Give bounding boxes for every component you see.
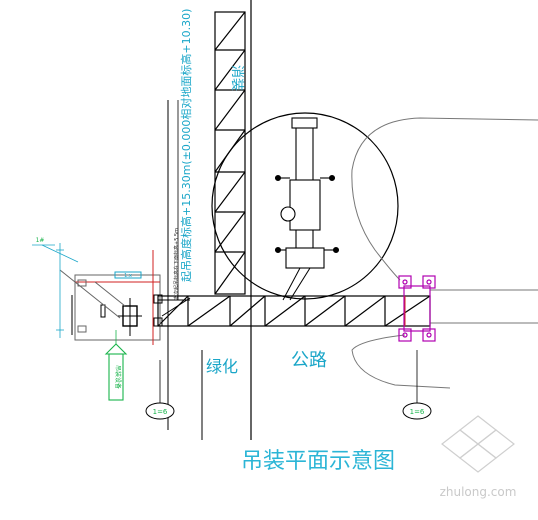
horizontal-lattice-beam — [157, 295, 431, 327]
upper-left-leader-label: 1# — [36, 237, 45, 244]
watermark-text: zhulong.com — [440, 485, 517, 499]
road-label: 公路 — [291, 350, 327, 371]
vertical-lattice-mast — [214, 11, 246, 295]
lifting-cable-left — [282, 267, 301, 301]
small-box-label: 1:x — [124, 273, 132, 279]
axis-bubble-left-label: 1=6 — [153, 408, 168, 416]
greenbelt-label: 绿化 — [206, 357, 238, 376]
crane-vehicle — [274, 117, 340, 269]
diagram-title: 吊装平面示意图 — [241, 449, 395, 474]
lifting-cable-right — [289, 267, 311, 301]
road-curve-outline-lower — [351, 334, 451, 389]
left-support-structure — [59, 250, 191, 345]
green-arrow-box — [104, 343, 128, 401]
axis-bubble-right-label: 1=6 — [410, 408, 425, 416]
axis-bubble-left — [145, 402, 175, 420]
lifting-height-note: 起吊高度标高+15.30m(±0.000相对地面标高+10.30) — [179, 9, 193, 282]
watermark-logo — [441, 415, 515, 473]
right-support-frame — [398, 275, 436, 342]
small-vertical-note: 本次起吊标高在下面标高+5.5m — [173, 228, 180, 300]
road-curve-outline — [351, 117, 538, 281]
leader-line-upper-left — [41, 244, 79, 263]
axis-bubble-right — [402, 402, 432, 420]
mast-label: 消装 — [229, 65, 244, 91]
green-note-label: 吊装设备 — [114, 365, 122, 389]
